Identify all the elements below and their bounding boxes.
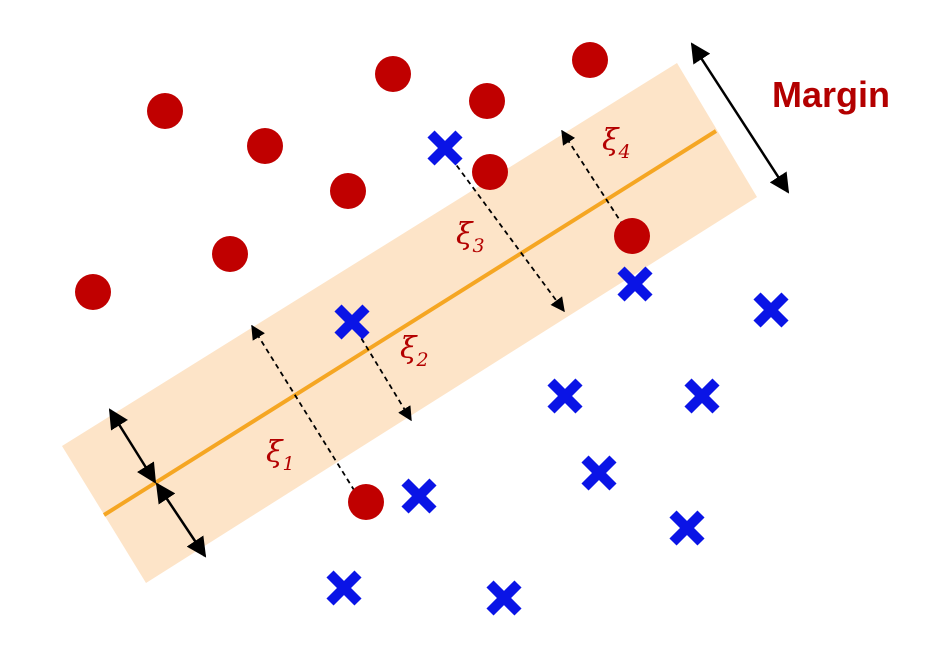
class-b-point (684, 378, 720, 414)
class-a-point (212, 236, 248, 272)
decision-boundary (102, 129, 718, 517)
class-b-point (547, 378, 583, 414)
margin-arrow-upper (108, 408, 157, 484)
class-b-point (581, 455, 617, 491)
class-a-point (375, 56, 411, 92)
class-b-point (753, 292, 789, 328)
class-b-point (427, 130, 463, 166)
class-a-point (469, 83, 505, 119)
margin-arrow-outside (690, 42, 790, 194)
margin-arrow-lower (155, 482, 207, 558)
class-a-point (572, 42, 608, 78)
class-b-point (669, 510, 705, 546)
class-a-point (614, 218, 650, 254)
slack-label-2: ξ2 (400, 331, 429, 371)
class-a-point (75, 274, 111, 310)
class-a-point (330, 173, 366, 209)
class-a-points (75, 42, 650, 520)
class-b-point (326, 570, 362, 606)
class-b-point (617, 266, 653, 302)
slack-label-1: ξ1 (266, 435, 295, 475)
class-b-point (486, 580, 522, 616)
class-a-point (147, 93, 183, 129)
slack-label-3: ξ3 (456, 217, 485, 257)
class-b-points (326, 130, 789, 616)
slack-arrow-3 (445, 150, 565, 313)
class-a-point (247, 128, 283, 164)
slack-arrow-4 (561, 129, 631, 237)
class-b-point (334, 304, 370, 340)
slack-arrow-2 (351, 322, 412, 422)
class-a-point (472, 154, 508, 190)
margin-title: Margin (772, 74, 891, 115)
slack-label-4: ξ4 (602, 123, 631, 163)
class-a-point (348, 484, 384, 520)
class-b-point (401, 478, 437, 514)
